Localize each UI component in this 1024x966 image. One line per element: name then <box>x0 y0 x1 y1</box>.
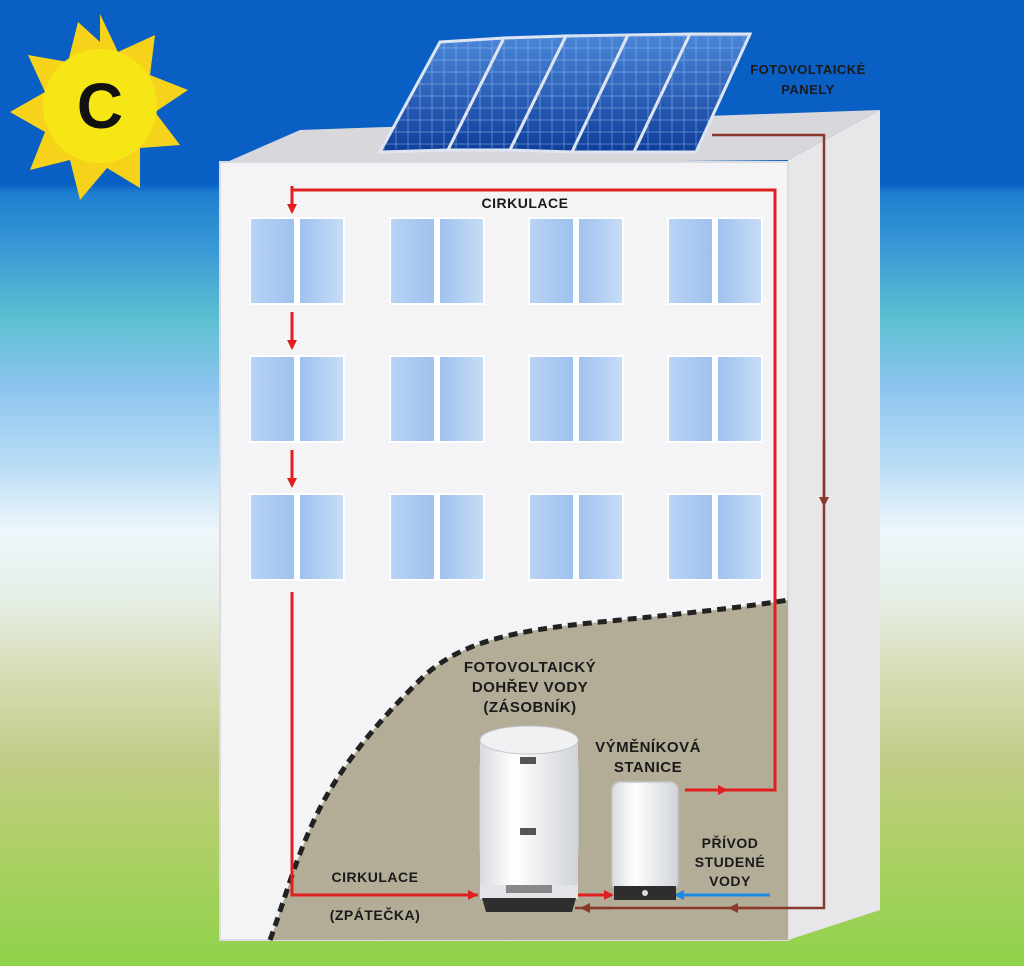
sun-icon <box>10 14 188 200</box>
windows <box>249 217 763 581</box>
window <box>528 493 624 581</box>
label-line: DOHŘEV VODY <box>471 679 589 696</box>
label-line: (ZÁSOBNÍK) <box>483 699 577 716</box>
window <box>249 355 345 443</box>
label-line: STUDENÉ <box>694 854 766 870</box>
solar-panel <box>631 32 753 154</box>
label-cold-water-inlet: PŘÍVOD STUDENÉ VODY <box>680 834 780 891</box>
window <box>528 355 624 443</box>
label-pv-panels: FOTOVOLTAICKÉ PANELY <box>738 60 878 100</box>
label-line: (ZPÁTEČKA) <box>329 907 421 923</box>
label-line: FOTOVOLTAICKÉ <box>750 62 866 77</box>
basement-dashed-border <box>267 597 789 941</box>
window <box>528 217 624 305</box>
label-pv-heater: FOTOVOLTAICKÝ DOHŘEV VODY (ZÁSOBNÍK) <box>440 658 620 718</box>
window <box>249 217 345 305</box>
label-circulation-top: CIRKULACE <box>470 194 580 212</box>
label-exchanger-station: VÝMĚNÍKOVÁ STANICE <box>578 738 718 778</box>
window <box>389 493 485 581</box>
circulation-pipe <box>287 186 777 900</box>
label-line: PANELY <box>781 82 835 97</box>
window <box>667 355 763 443</box>
window <box>389 217 485 305</box>
window <box>667 493 763 581</box>
exchanger-station <box>611 781 679 900</box>
sun-letter: C <box>76 70 124 142</box>
window <box>667 217 763 305</box>
label-line: VÝMĚNÍKOVÁ <box>595 739 701 756</box>
label-line: PŘÍVOD <box>701 835 759 851</box>
pv-power-line <box>575 133 829 913</box>
label-line: CIRKULACE <box>331 869 419 885</box>
water-heater-tank <box>479 725 579 912</box>
label-line: FOTOVOLTAICKÝ <box>463 659 597 676</box>
label-line: VODY <box>709 873 751 889</box>
label-return: (ZPÁTEČKA) <box>312 906 438 924</box>
building-side-face <box>788 110 880 940</box>
label-circulation-bottom: CIRKULACE <box>320 868 430 886</box>
solar-panels <box>377 32 753 154</box>
label-line: CIRKULACE <box>481 195 569 211</box>
window <box>389 355 485 443</box>
window <box>249 493 345 581</box>
label-line: STANICE <box>613 759 683 776</box>
